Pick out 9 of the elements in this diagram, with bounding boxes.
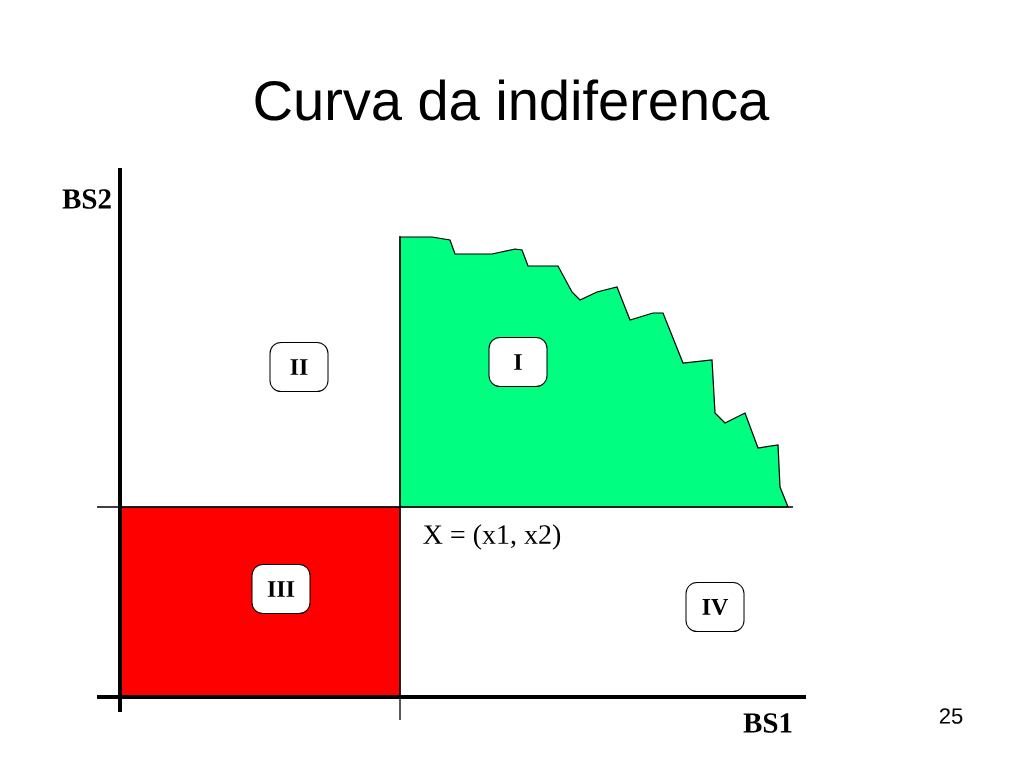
- axis-label: BS1: [743, 713, 792, 733]
- point-label: X = (x1, x2): [423, 524, 561, 550]
- axis-label: BS2: [62, 189, 111, 209]
- numeral-box: I: [488, 337, 548, 387]
- numeral-box: III: [251, 564, 311, 614]
- title: Curva da indiferenca: [255, 79, 770, 121]
- page-number: 25: [939, 708, 963, 724]
- numeral-box: IV: [685, 582, 745, 632]
- numeral-box: II: [269, 342, 329, 392]
